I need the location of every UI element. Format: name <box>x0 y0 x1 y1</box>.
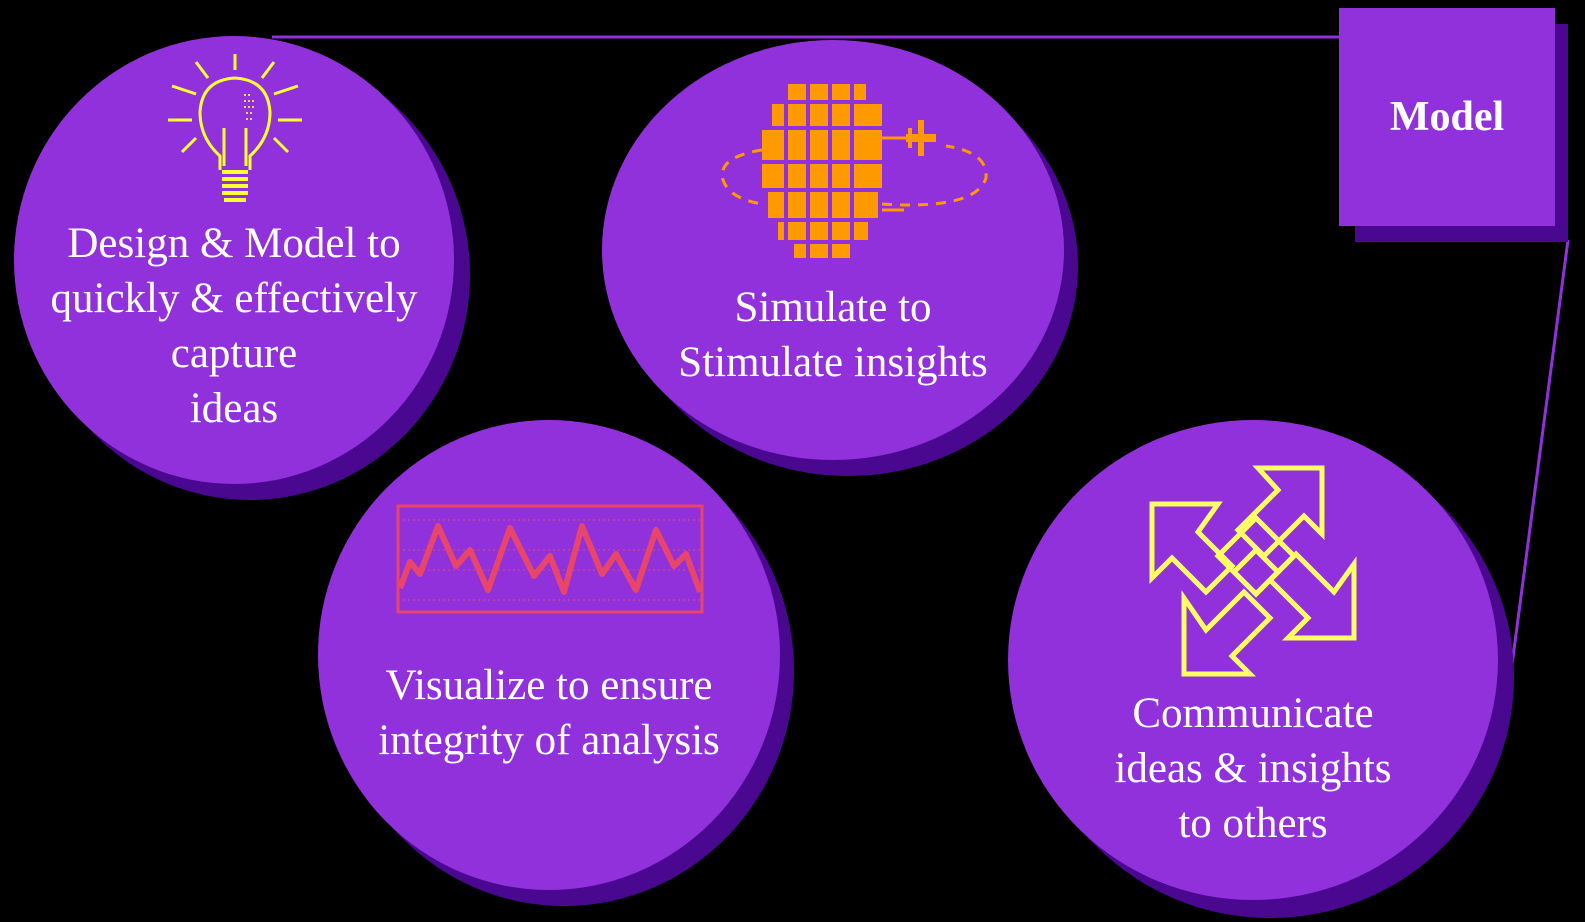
globe-orbit-icon <box>720 80 988 262</box>
four-arrows-icon <box>1149 465 1357 677</box>
waveform-icon <box>396 504 704 614</box>
design-text: Design & Model to quickly & effectively … <box>50 220 418 432</box>
model-label: Model <box>1389 94 1505 140</box>
communicate-text: Communicate ideas & insights to others <box>1114 690 1392 847</box>
visualize-bubble <box>318 420 780 890</box>
visualize-text: Visualize to ensure integrity of analysi… <box>378 662 720 764</box>
connector-line-right <box>1508 239 1570 681</box>
model-box: Model <box>1339 8 1555 226</box>
simulate-text: Simulate to Stimulate insights <box>678 284 988 386</box>
communicate-bubble <box>1008 420 1498 900</box>
lightbulb-icon <box>168 54 302 202</box>
design-bubble <box>14 36 454 484</box>
